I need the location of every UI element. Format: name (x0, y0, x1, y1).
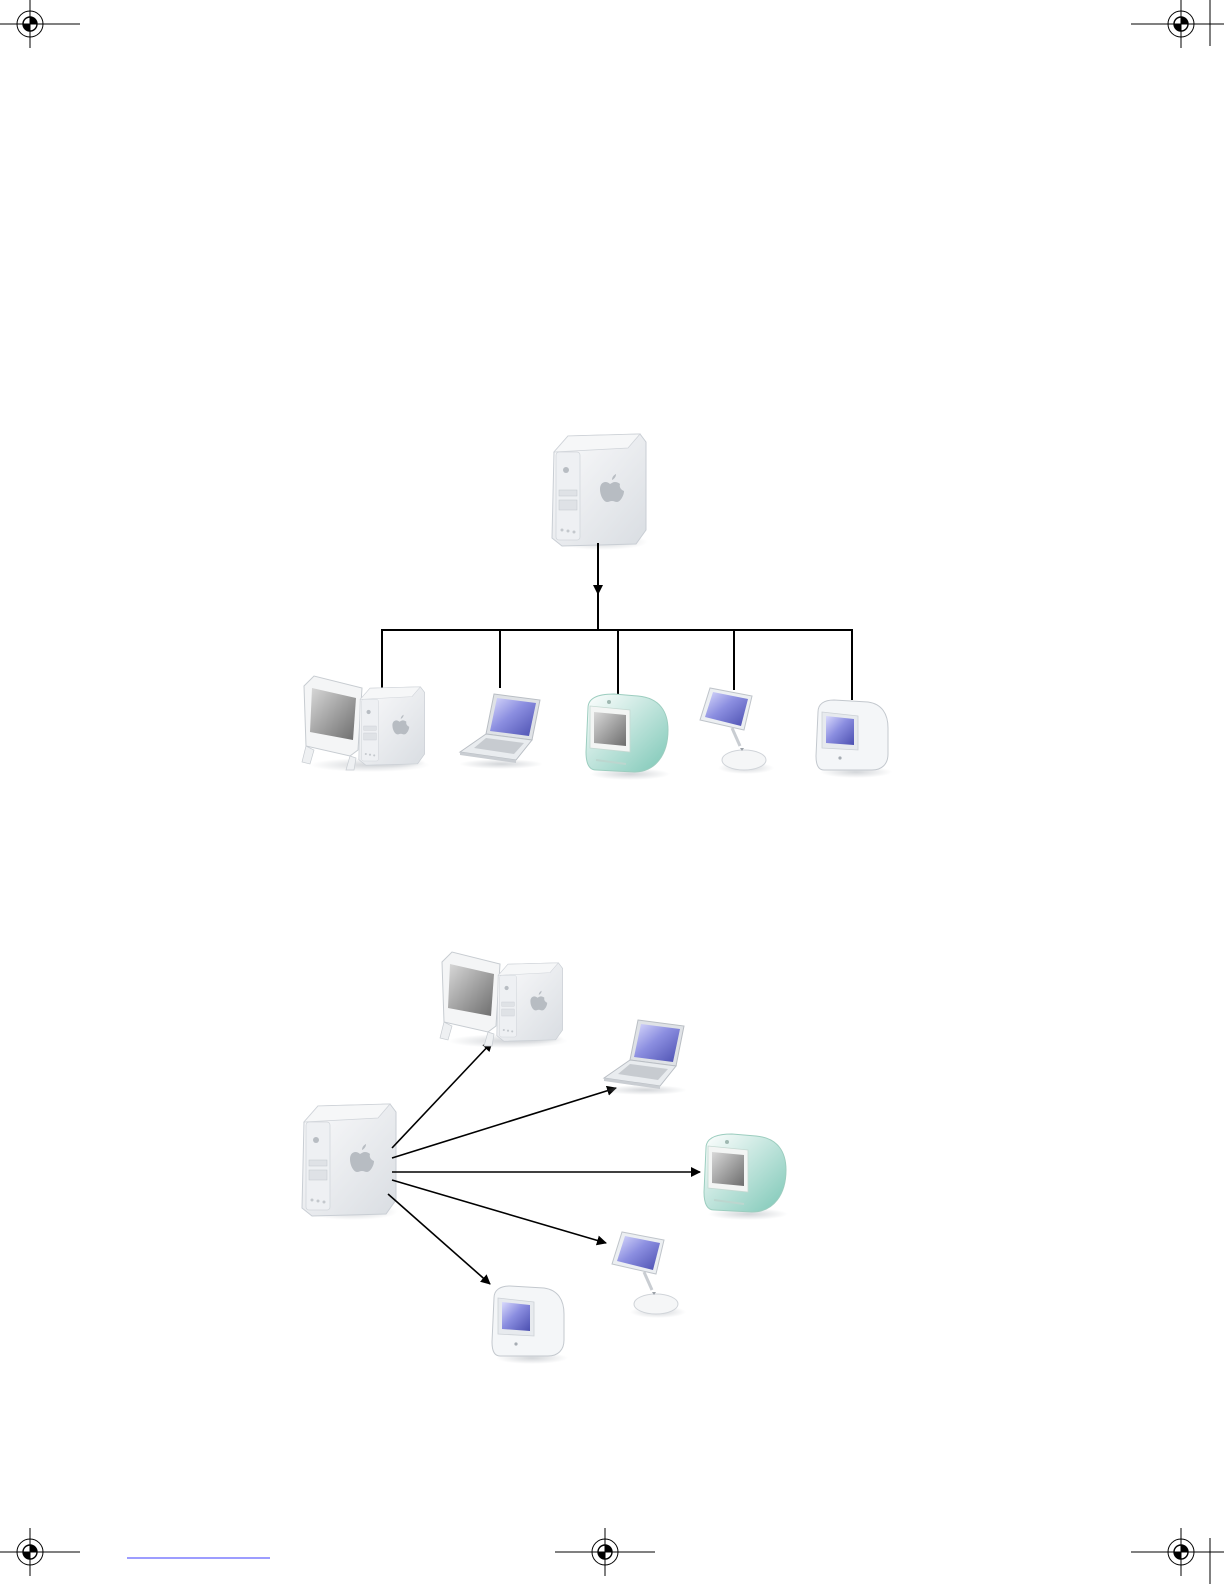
power-mac-server-icon (302, 1104, 398, 1220)
power-mac-with-display-icon (302, 676, 430, 772)
imac-g4-icon (700, 688, 774, 774)
powerbook-laptop-icon (459, 694, 543, 769)
arrow-to-imac-g4 (392, 1180, 606, 1243)
registration-mark-top-left (0, 0, 80, 48)
diagram-bus (302, 434, 892, 780)
diagram-star (302, 952, 788, 1364)
registration-mark-bottom-center (555, 1528, 655, 1576)
imac-g3-icon (704, 1134, 788, 1220)
power-mac-server-icon (552, 434, 648, 550)
powerbook-laptop-icon (603, 1020, 687, 1095)
arrow-to-laptop (392, 1088, 616, 1158)
arrow-to-emac (388, 1194, 490, 1284)
power-mac-with-display-icon (440, 952, 568, 1048)
imac-g4-icon (612, 1232, 686, 1318)
imac-g3-icon (586, 694, 670, 780)
registration-mark-bottom-left (0, 1528, 80, 1576)
emac-icon (816, 700, 892, 778)
emac-icon (492, 1286, 568, 1364)
